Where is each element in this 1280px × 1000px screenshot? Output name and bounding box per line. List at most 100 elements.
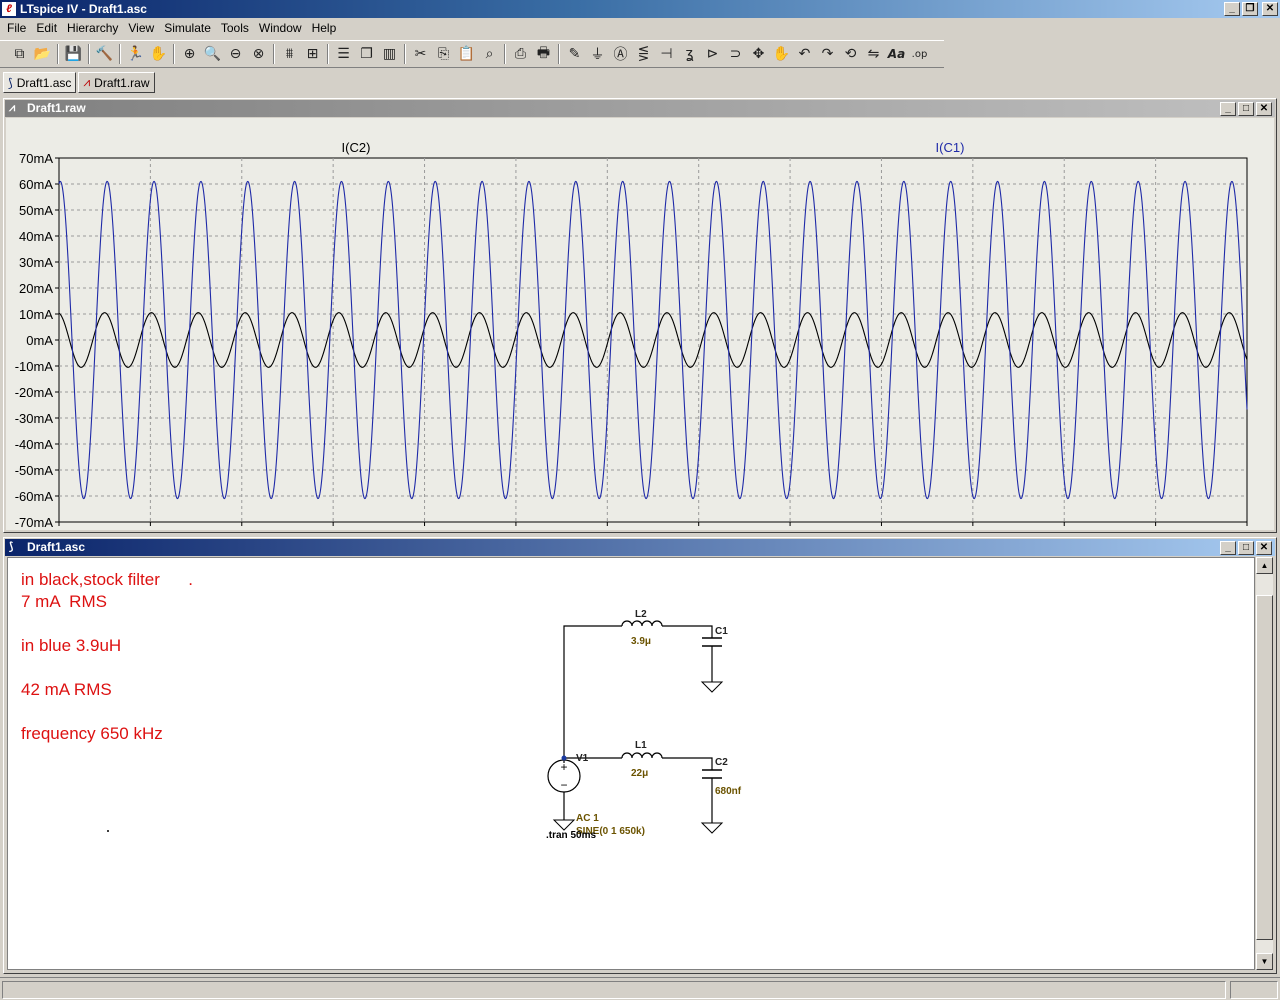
new-schematic-icon[interactable]: ⧉ xyxy=(14,46,25,62)
l1-value-label[interactable]: 22μ xyxy=(631,768,648,779)
close-icon[interactable]: ✕ xyxy=(1256,102,1272,116)
run-icon[interactable]: 🏃 xyxy=(126,46,145,62)
scroll-thumb[interactable] xyxy=(1256,595,1273,940)
wire-icon[interactable]: ✎ xyxy=(568,46,581,62)
find-icon[interactable]: ⌕ xyxy=(485,46,494,62)
tab-draft1-asc[interactable]: ⟆ Draft1.asc xyxy=(3,72,77,93)
trace-label[interactable]: I(C2) xyxy=(342,140,371,155)
minimize-icon[interactable]: _ xyxy=(1224,2,1240,16)
voltage-source-v1-symbol[interactable]: + − xyxy=(547,759,581,793)
inductor-l2-symbol[interactable] xyxy=(621,620,663,627)
v1-value-label[interactable]: AC 1 xyxy=(576,813,599,824)
component-icon[interactable]: ⊃ xyxy=(729,46,742,62)
tile-horizontal-icon[interactable]: ☰ xyxy=(337,46,350,62)
paste-icon[interactable]: 📋 xyxy=(457,46,476,62)
scroll-up-icon[interactable]: ▲ xyxy=(1256,557,1273,574)
text-icon[interactable]: Aa xyxy=(887,47,906,61)
maximize-icon[interactable]: □ xyxy=(1238,102,1254,116)
menu-help[interactable]: Help xyxy=(311,21,337,35)
close-icon[interactable]: ✕ xyxy=(1256,541,1272,555)
waveform-window-title-bar[interactable]: ⩘ Draft1.raw _ □ ✕ xyxy=(5,100,1275,117)
vertical-scrollbar[interactable]: ▲ ▼ xyxy=(1256,557,1273,970)
inductor-l1-symbol[interactable] xyxy=(621,752,663,759)
comment-text[interactable]: 42 mA RMS xyxy=(21,680,112,699)
ltspice-app-icon[interactable]: ℓ xyxy=(2,2,16,16)
wire[interactable] xyxy=(563,625,622,763)
menu-window[interactable]: Window xyxy=(258,21,302,35)
trace-label[interactable]: I(C1) xyxy=(936,140,965,155)
trace-ic1[interactable] xyxy=(58,180,1248,500)
label-icon[interactable]: Ⓐ xyxy=(613,47,628,63)
menu-edit[interactable]: Edit xyxy=(36,21,58,35)
ground-icon[interactable] xyxy=(552,819,576,831)
capacitor-c1-symbol[interactable] xyxy=(702,637,722,647)
pan-zoom-icon[interactable]: 🔍 xyxy=(203,46,222,62)
minimize-icon[interactable]: _ xyxy=(1220,541,1236,555)
close-icon[interactable]: ✕ xyxy=(1262,2,1278,16)
comment-text[interactable]: 7 mA RMS xyxy=(21,592,107,611)
wire[interactable] xyxy=(662,625,713,638)
mirror-icon[interactable]: ⇋ xyxy=(867,46,880,62)
ground-icon[interactable] xyxy=(700,681,724,693)
v1-value2-label[interactable]: SINE(0 1 650k) xyxy=(576,826,645,837)
menu-file[interactable]: File xyxy=(7,21,27,35)
comment-text[interactable]: in black,stock filter . xyxy=(21,570,193,589)
cut-icon[interactable]: ✂ xyxy=(414,46,427,62)
circuit-diagram[interactable]: + − L2 3.9μ C1 L1 22μ C2 680nf V1 AC 1 S… xyxy=(8,558,1256,971)
waveform-chart[interactable]: 6.327ms6.330ms6.333ms6.336ms6.339ms6.342… xyxy=(6,118,1274,530)
v1-name-label[interactable]: V1 xyxy=(576,753,589,764)
menu-hierarchy[interactable]: Hierarchy xyxy=(67,21,119,35)
trace-ic2[interactable] xyxy=(58,312,1248,368)
zoom-out-icon[interactable]: ⊖ xyxy=(229,46,242,62)
comment-text[interactable]: in blue 3.9uH xyxy=(21,636,122,655)
c1-name-label[interactable]: C1 xyxy=(715,626,728,637)
l1-name-label[interactable]: L1 xyxy=(635,740,647,751)
menu-view[interactable]: View xyxy=(128,21,155,35)
inductor-icon[interactable]: ʓ xyxy=(685,46,694,62)
zoom-area-icon[interactable]: ⊕ xyxy=(183,46,196,62)
grid-icon[interactable]: ⊞ xyxy=(306,46,319,62)
l2-value-label[interactable]: 3.9μ xyxy=(631,636,651,647)
menu-simulate[interactable]: Simulate xyxy=(164,21,211,35)
c2-value-label[interactable]: 680nf xyxy=(715,786,742,797)
control-panel-icon[interactable]: 🔨 xyxy=(95,46,114,62)
capacitor-icon[interactable]: ⊣ xyxy=(660,46,673,62)
waveform-window[interactable]: ⩘ Draft1.raw _ □ ✕ 6.327ms6.330ms6.333ms… xyxy=(3,98,1277,533)
ground-icon[interactable]: ⏚ xyxy=(590,47,605,63)
comment-text[interactable]: frequency 650 kHz xyxy=(21,724,163,743)
restore-icon[interactable]: ❐ xyxy=(1242,2,1258,16)
c2-name-label[interactable]: C2 xyxy=(715,757,728,768)
halt-icon[interactable]: ✋ xyxy=(149,46,168,62)
ground-icon[interactable] xyxy=(700,822,724,834)
waveform-plot[interactable]: 6.327ms6.330ms6.333ms6.336ms6.339ms6.342… xyxy=(6,118,1274,530)
spice-directive-icon[interactable]: .op xyxy=(911,48,928,60)
app-title-bar[interactable]: ℓ LTspice IV - Draft1.asc _ ❐ ✕ xyxy=(0,0,1280,18)
wire[interactable] xyxy=(662,757,713,770)
menu-tools[interactable]: Tools xyxy=(220,21,249,35)
schematic-window[interactable]: ⟆ Draft1.asc _ □ ✕ in black,stock filter… xyxy=(3,537,1277,974)
drag-icon[interactable]: ✋ xyxy=(772,46,791,62)
move-icon[interactable]: ✥ xyxy=(752,46,765,62)
resistor-icon[interactable]: ⋚ xyxy=(637,46,650,62)
undo-icon[interactable]: ↶ xyxy=(798,46,811,62)
tab-draft1-raw[interactable]: ⩘ Draft1.raw xyxy=(78,72,155,93)
cascade-icon[interactable]: ❐ xyxy=(360,46,373,62)
schematic-window-title-bar[interactable]: ⟆ Draft1.asc _ □ ✕ xyxy=(5,539,1275,556)
spice-directive[interactable]: .tran 50ms xyxy=(546,830,596,841)
open-icon[interactable]: 📂 xyxy=(33,46,52,62)
rotate-icon[interactable]: ⟲ xyxy=(844,46,857,62)
print-icon[interactable]: 🖶 xyxy=(536,45,551,61)
capacitor-c2-symbol[interactable] xyxy=(702,769,722,779)
print-preview-icon[interactable]: ⎙ xyxy=(514,46,527,62)
l2-name-label[interactable]: L2 xyxy=(635,609,647,620)
diode-icon[interactable]: ⊳ xyxy=(706,46,719,62)
zoom-cancel-icon[interactable]: ⊗ xyxy=(252,46,265,62)
save-icon[interactable]: 💾 xyxy=(64,46,83,62)
autorange-icon[interactable]: ⩩ xyxy=(285,46,294,62)
tile-vertical-icon[interactable]: ▥ xyxy=(382,46,397,62)
minimize-icon[interactable]: _ xyxy=(1220,102,1236,116)
redo-icon[interactable]: ↷ xyxy=(821,46,834,62)
scroll-down-icon[interactable]: ▼ xyxy=(1256,953,1273,970)
maximize-icon[interactable]: □ xyxy=(1238,541,1254,555)
copy-icon[interactable]: ⎘ xyxy=(437,46,450,62)
